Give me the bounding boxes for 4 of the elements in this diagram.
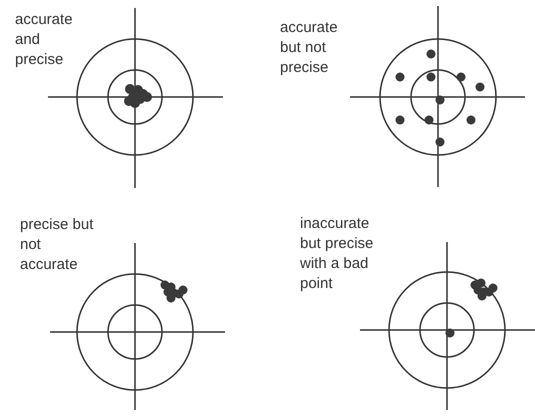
target-caption: inaccurate but precise with a bad point	[300, 214, 374, 294]
target-caption: accurate and precise	[15, 10, 74, 70]
target-caption: accurate but not precise	[280, 18, 339, 78]
target-caption: precise but not accurate	[20, 215, 94, 275]
